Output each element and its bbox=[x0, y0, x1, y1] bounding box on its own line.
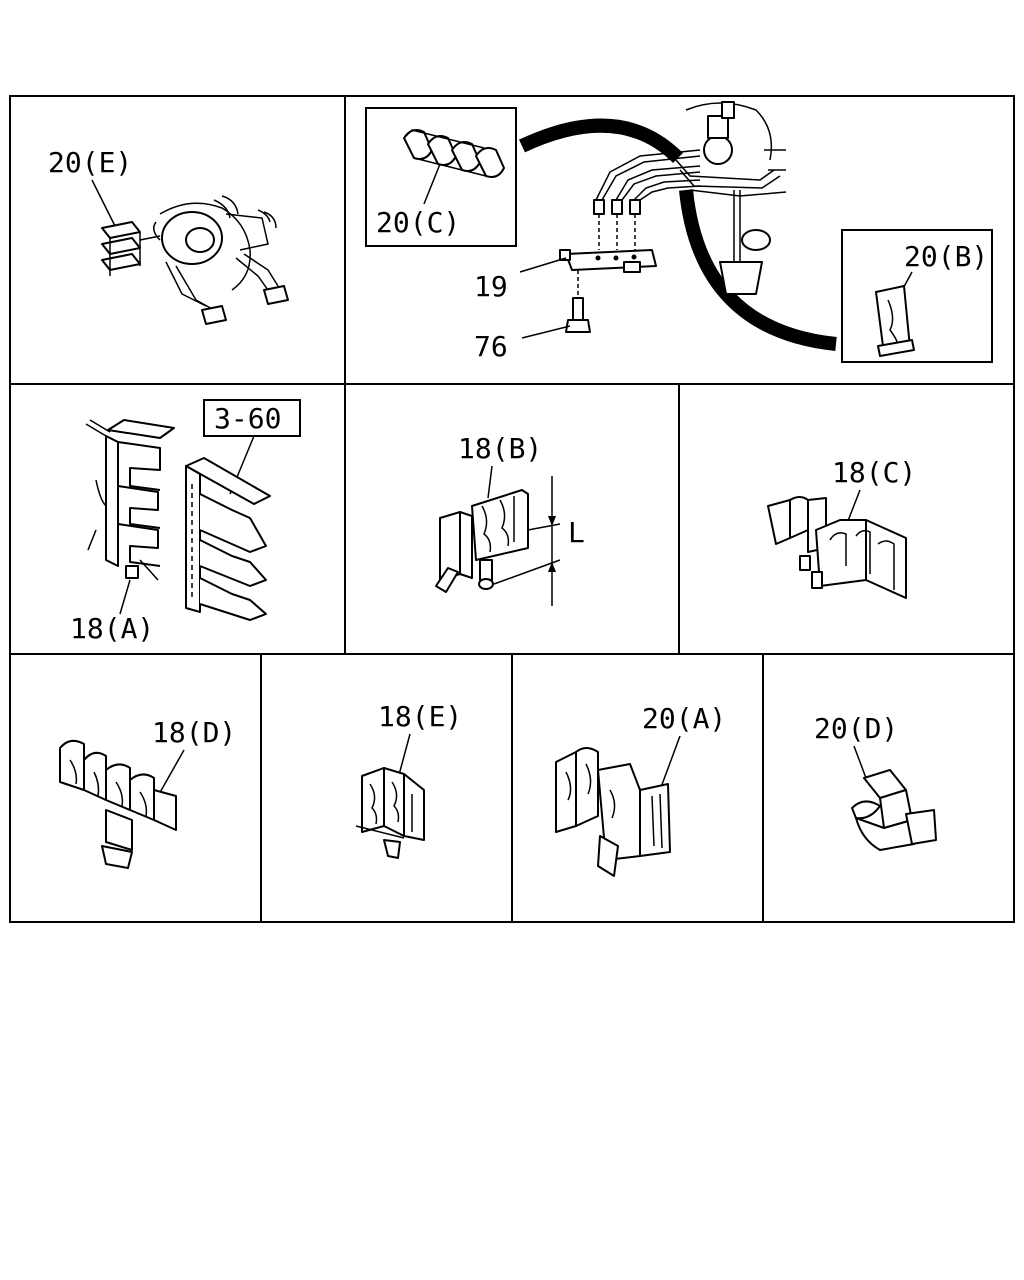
cell-20a: 20(A) bbox=[555, 702, 726, 877]
cell-20d: 20(D) bbox=[814, 712, 937, 851]
cell-18d: 18(D) bbox=[59, 716, 236, 869]
inset-box-20b bbox=[841, 229, 993, 363]
ref-3-60: 3-60 bbox=[214, 402, 281, 435]
callout-arc-upper bbox=[519, 118, 683, 164]
label-dim-l: L bbox=[568, 516, 585, 549]
dimension-l: L bbox=[493, 476, 585, 606]
label-18c: 18(C) bbox=[832, 456, 916, 489]
cell-20c-19-76-20b: 20(C) 19 bbox=[365, 101, 993, 363]
clip-18d-illustration bbox=[59, 739, 177, 869]
label-20a: 20(A) bbox=[642, 702, 726, 735]
inset-box-20c bbox=[365, 107, 517, 247]
clip-18c-illustration bbox=[767, 496, 907, 599]
cell-18e: 18(E) bbox=[355, 700, 462, 859]
cell-18c: 18(C) bbox=[767, 456, 916, 599]
clip-20a-illustration bbox=[555, 747, 671, 877]
bracket-19-illustration bbox=[559, 249, 657, 273]
label-76: 76 bbox=[474, 330, 508, 363]
bracket-3-60-illustration bbox=[185, 457, 271, 621]
label-20b: 20(B) bbox=[904, 240, 988, 273]
cell-18b: 18(B) L bbox=[435, 432, 585, 606]
label-18d: 18(D) bbox=[152, 716, 236, 749]
pedal-assembly-illustration bbox=[153, 195, 289, 325]
bolt-76-illustration bbox=[565, 270, 591, 333]
clip-18a-illustration bbox=[85, 419, 175, 581]
label-20d: 20(D) bbox=[814, 712, 898, 745]
label-19: 19 bbox=[474, 270, 508, 303]
callout-arc-lower bbox=[679, 189, 837, 351]
piping-illustration bbox=[593, 149, 701, 250]
master-cylinder-illustration bbox=[675, 101, 787, 295]
label-20c: 20(C) bbox=[376, 206, 460, 239]
grid-frame bbox=[9, 95, 1015, 923]
clip-20e-illustration bbox=[101, 221, 161, 276]
clip-20d-illustration bbox=[851, 769, 937, 851]
cell-20e: 20(E) bbox=[48, 146, 289, 325]
clip-20c-illustration bbox=[403, 129, 505, 178]
clip-20b-illustration bbox=[875, 285, 915, 357]
label-20e: 20(E) bbox=[48, 146, 132, 179]
label-18e: 18(E) bbox=[378, 700, 462, 733]
label-18b: 18(B) bbox=[458, 432, 542, 465]
ref-box-3-60 bbox=[203, 399, 301, 437]
clip-18e-illustration bbox=[355, 767, 425, 859]
cell-18a: 18(A) 3-60 bbox=[70, 399, 301, 645]
clip-18b-illustration bbox=[435, 489, 529, 593]
label-18a: 18(A) bbox=[70, 612, 154, 645]
